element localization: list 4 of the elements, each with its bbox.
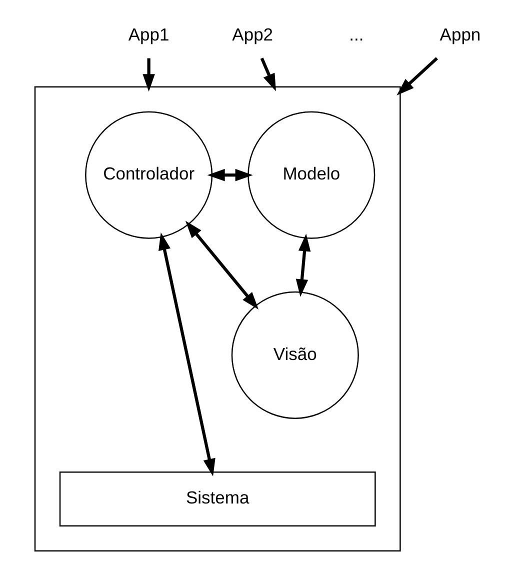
label: ... xyxy=(349,24,364,44)
node-text: App1 xyxy=(128,24,170,44)
node-text: Appn xyxy=(440,24,481,44)
node-text: App2 xyxy=(232,24,274,44)
